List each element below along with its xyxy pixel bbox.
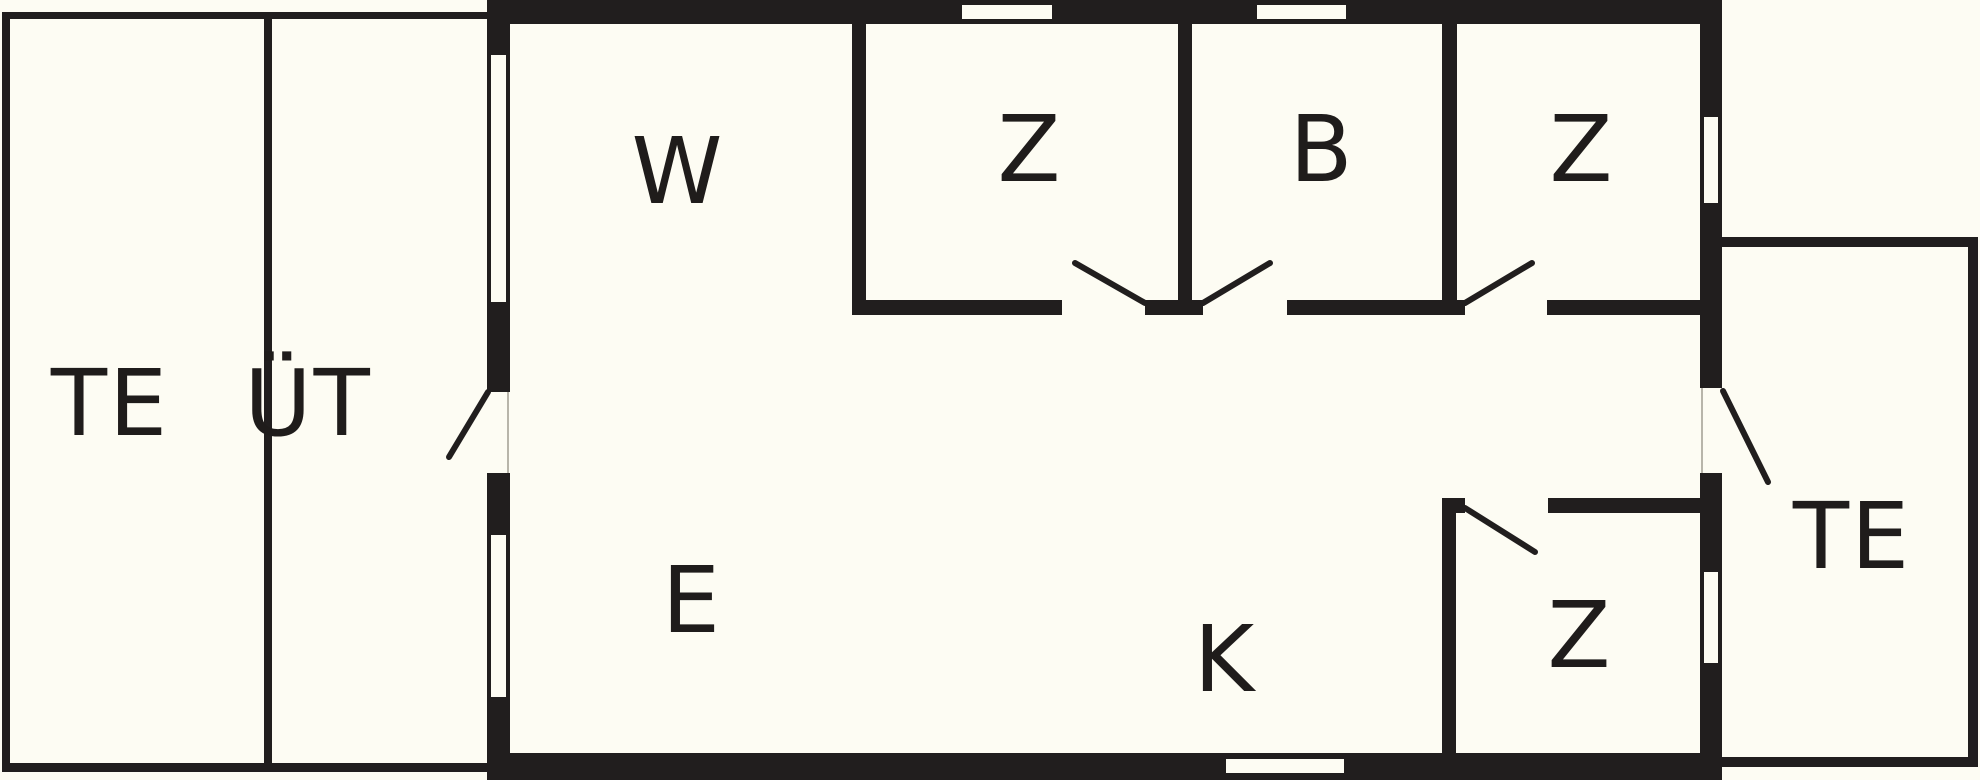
room-label-w: W xyxy=(631,118,725,225)
room-label-b: B xyxy=(1289,96,1355,203)
door-frame-line-right xyxy=(1701,388,1703,473)
window-right-1 xyxy=(1704,117,1718,203)
window-right-2 xyxy=(1704,572,1718,663)
room-label-e: E xyxy=(661,547,723,654)
window-top-2 xyxy=(1257,5,1346,19)
left-annex-wall-bottom xyxy=(2,763,487,772)
right-annex-wall-top xyxy=(1722,237,1978,247)
main-wall-top xyxy=(487,0,1722,24)
hall-wall-segment-2 xyxy=(1145,300,1203,315)
door-swing-te-right xyxy=(1720,388,1771,485)
door-frame-line-left xyxy=(507,392,509,473)
hall-wall-segment-3 xyxy=(1287,300,1465,315)
partition-z1-b xyxy=(1178,24,1192,315)
room-label-ut: ÜT xyxy=(244,350,372,457)
left-annex-divider-wall xyxy=(264,12,272,763)
room-label-te-right: TE xyxy=(1792,483,1912,590)
door-swing-z1 xyxy=(1072,260,1148,306)
z-bottom-wall-top-right xyxy=(1548,498,1700,513)
z-bottom-wall-left xyxy=(1442,498,1456,753)
window-top-1 xyxy=(962,5,1052,19)
hall-wall-segment-4 xyxy=(1547,300,1700,315)
door-swing-z-bottom xyxy=(1462,505,1538,555)
partition-z1-left xyxy=(852,24,866,315)
door-swing-z2 xyxy=(1462,260,1535,306)
right-annex-wall-right xyxy=(1968,237,1978,767)
window-left-1 xyxy=(491,55,506,302)
window-left-2 xyxy=(491,535,506,697)
partition-b-z2 xyxy=(1442,24,1457,315)
window-bottom xyxy=(1226,759,1344,773)
room-label-z-bottom: Z xyxy=(1547,582,1613,689)
left-annex-wall-left xyxy=(2,12,10,772)
door-swing-b xyxy=(1200,260,1273,306)
right-annex-wall-bottom xyxy=(1722,757,1978,767)
hall-wall-segment-1 xyxy=(852,300,1062,315)
room-label-z-top-2: Z xyxy=(1549,96,1615,203)
room-label-z-top-1: Z xyxy=(997,96,1063,203)
door-swing-ut xyxy=(446,389,491,460)
room-label-k: K xyxy=(1193,606,1257,713)
room-label-te-left: TE xyxy=(50,350,170,457)
left-annex-wall-top xyxy=(2,12,487,19)
main-wall-bottom xyxy=(487,753,1722,780)
